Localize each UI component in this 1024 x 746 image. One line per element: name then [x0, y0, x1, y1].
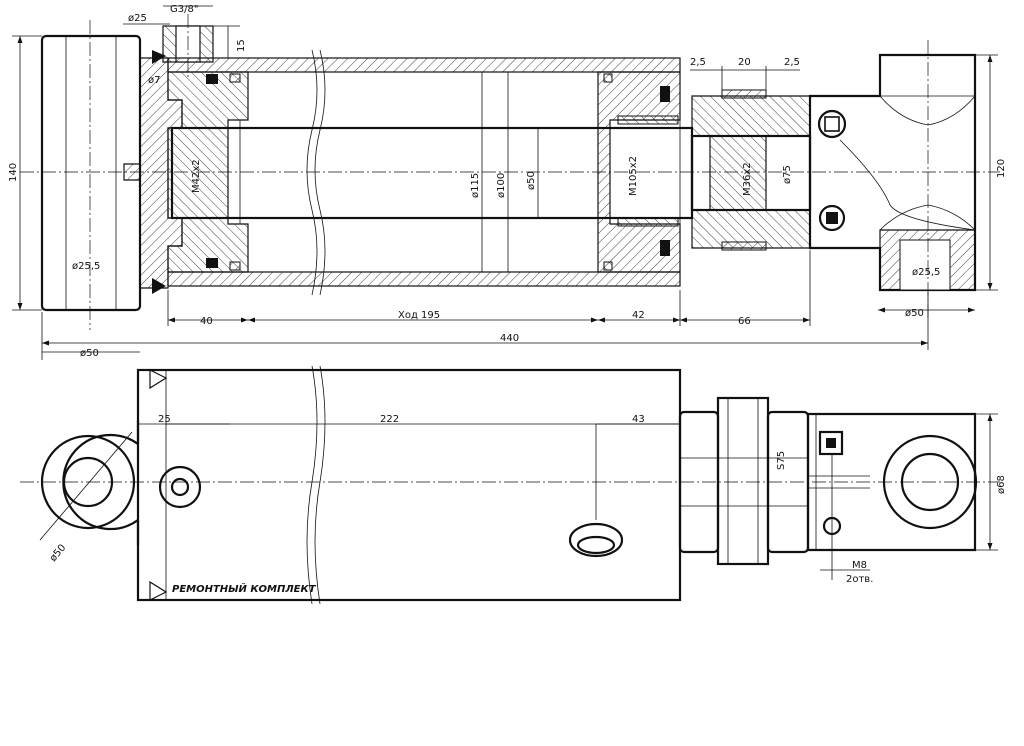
dim-l43: 43 [632, 414, 645, 425]
rod-eye [808, 40, 977, 320]
section-view-labels: ø25 G3/8" 15 ø7 140 ø25,5 M42x2 ø115 ø10… [8, 4, 1007, 359]
repair-kit-label: РЕМОНТНЫЙ КОМПЛЕКТ [172, 582, 317, 595]
dim-l25: 25 [158, 414, 171, 425]
dim-d68: ø68 [996, 475, 1007, 494]
dim-l42: 42 [632, 310, 645, 321]
dim-h120: 120 [996, 159, 1007, 178]
dim-holes: 2отв. [846, 574, 873, 585]
dim-m105: M105x2 [628, 156, 639, 196]
cylinder-barrel [167, 57, 681, 287]
dim-d25-5-right: ø25,5 [912, 267, 940, 278]
dim-d50-eye: ø50 [48, 542, 69, 564]
dim-m36: M36x2 [742, 162, 753, 196]
dim-h15: 15 [236, 39, 247, 52]
dim-l222: 222 [380, 414, 399, 425]
dim-m8: M8 [852, 560, 867, 571]
section-view [12, 5, 1000, 360]
dim-w2-5-b: 2,5 [784, 57, 800, 68]
rod-gland [597, 71, 681, 273]
dim-d7: ø7 [148, 75, 160, 86]
dim-l40: 40 [200, 316, 213, 327]
outside-barrel [136, 368, 682, 602]
dim-d25-5-left: ø25,5 [72, 261, 100, 272]
rear-eye-block [40, 20, 142, 330]
dim-d115: ø115 [470, 173, 481, 198]
rear-eye [39, 420, 140, 545]
dim-w20: 20 [738, 57, 751, 68]
dim-d50-rod: ø50 [526, 171, 537, 190]
dim-h140: 140 [8, 163, 19, 182]
dim-l66: 66 [738, 316, 751, 327]
outside-rod-eye [806, 412, 998, 580]
dim-thread-port: G3/8" [170, 4, 198, 15]
outside-gland-nut [678, 396, 810, 566]
dim-d50-left: ø50 [80, 348, 99, 359]
dim-d25-top: ø25 [128, 13, 147, 24]
outside-view [20, 365, 1000, 605]
dim-l440: 440 [500, 333, 519, 344]
dim-stroke: Ход 195 [398, 310, 440, 321]
outside-view-labels: 25 222 43 S75 ø68 ø50 M8 2отв. РЕМОНТНЫЙ… [48, 414, 1007, 595]
dim-d75: ø75 [782, 165, 793, 184]
dim-w2-5-a: 2,5 [690, 57, 706, 68]
dim-d50-right: ø50 [905, 308, 924, 319]
dim-s75: S75 [776, 451, 787, 470]
dim-m42: M42x2 [191, 159, 202, 193]
dim-d100: ø100 [496, 173, 507, 198]
